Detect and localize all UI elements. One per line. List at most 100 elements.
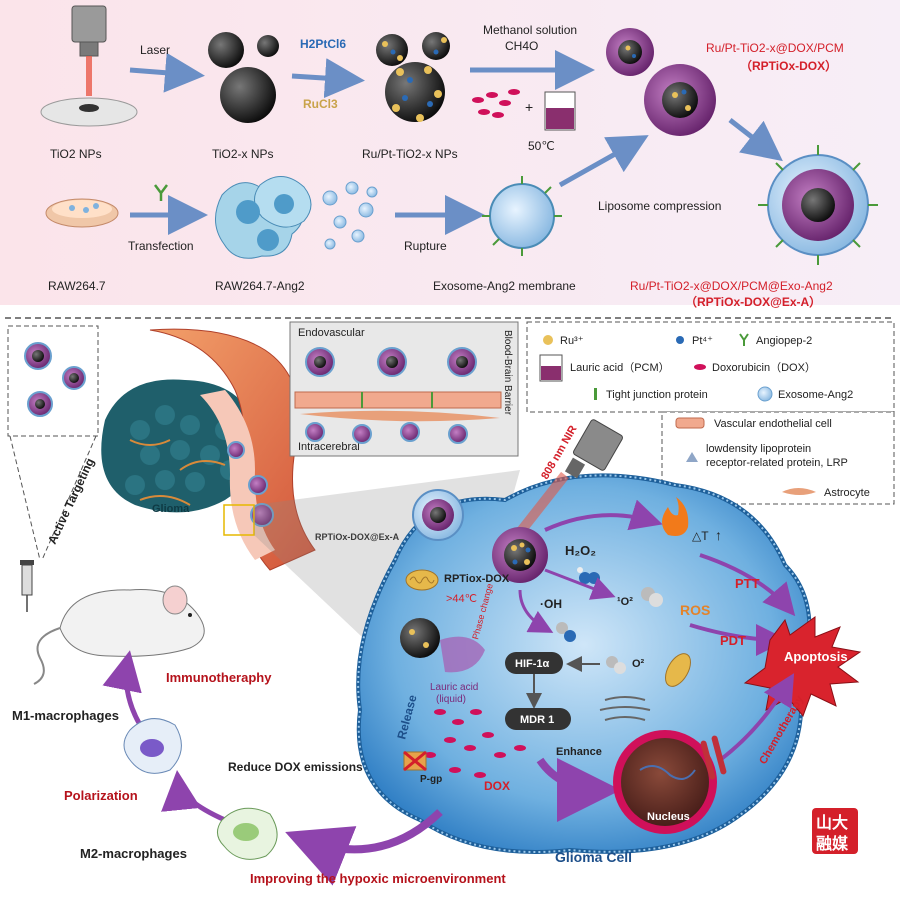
laser-device-icon xyxy=(40,5,138,127)
watermark-line1: 山大 xyxy=(816,813,848,832)
liposome-label: Liposome compression xyxy=(598,199,721,213)
m2-macrophage xyxy=(217,807,278,860)
legend-exosome-item: Exosome-Ang2 xyxy=(757,386,853,402)
hif-label: HIF-1α xyxy=(515,658,550,670)
bbb-particles-top xyxy=(305,347,477,377)
o2-molecule xyxy=(606,656,626,674)
exosome-membrane xyxy=(482,176,562,256)
glioma-label: Glioma xyxy=(152,503,190,515)
temp-label: 50℃ xyxy=(528,139,555,153)
o2-label: O² xyxy=(632,658,645,670)
laser-arrow xyxy=(129,52,205,93)
tio2x-spheres xyxy=(208,32,279,123)
vessel-particle-label: RPTiOx-DOX@Ex-A xyxy=(315,532,400,542)
legend-dox: Doxorubicin（DOX） xyxy=(712,361,816,374)
legend-dox-item: Doxorubicin（DOX） xyxy=(694,361,816,374)
legend-astrocyte: Astrocyte xyxy=(824,487,870,499)
hypoxic-label: Improving the hypoxic microenvironment xyxy=(250,871,506,886)
legend-lrp-1: lowdensity lipoprotein xyxy=(706,443,811,455)
mitochondria-left-icon xyxy=(405,569,439,591)
enhance-arrow xyxy=(536,757,621,822)
m1-label: M1-macrophages xyxy=(12,708,119,723)
plus-label: + xyxy=(525,99,533,115)
oh-arrow xyxy=(518,589,554,633)
metal-arrow xyxy=(291,58,365,99)
rupture-label: Rupture xyxy=(404,239,447,253)
immunotherapy-label: Immunotheraphy xyxy=(166,670,272,685)
mouse-icon xyxy=(33,585,205,685)
product-abbr: （RPTiOx-DOX） xyxy=(740,58,837,73)
inset-guide-left xyxy=(9,435,41,561)
legend-lauric: Lauric acid（PCM） xyxy=(570,361,670,374)
syringe-icon xyxy=(20,560,34,612)
apoptosis-label: Apoptosis xyxy=(784,649,848,664)
er-icon xyxy=(599,696,651,721)
chemo-arrow xyxy=(718,673,795,762)
legend-ru-item: Ru³⁺ xyxy=(543,335,584,347)
lauric-liquid-1: Lauric acid xyxy=(430,682,478,693)
rupt-label: Ru/Pt-TiO2-x NPs xyxy=(362,147,458,161)
inset-guide-right xyxy=(41,435,97,561)
active-targeting-label: Active Targeting xyxy=(45,456,97,546)
m2-label: M2-macrophages xyxy=(80,846,187,861)
final-particle xyxy=(758,145,878,265)
m1-macrophage xyxy=(123,718,182,774)
angiopep-icon xyxy=(154,184,168,201)
legend-astrocyte-item: Astrocyte xyxy=(782,487,870,499)
singlet-arrow xyxy=(544,568,616,600)
flame-icon xyxy=(662,497,689,536)
delta-t-up-icon: ↑ xyxy=(715,527,722,543)
bbb-label: Blood-Brain Barrier xyxy=(502,330,513,416)
hif-box xyxy=(505,652,563,674)
enhance-label: Enhance xyxy=(556,746,602,758)
legend-tight: Tight junction protein xyxy=(606,389,708,401)
singlet-o2-label: ¹O² xyxy=(617,596,633,608)
transfection-label: Transfection xyxy=(128,239,194,253)
mdr-label: MDR 1 xyxy=(520,714,554,726)
watermark-logo: 山大 融媒 xyxy=(812,808,858,854)
exosome-label: Exosome-Ang2 membrane xyxy=(433,279,576,293)
singlet-o2-molecule xyxy=(641,587,663,607)
h2o2-label: H₂O₂ xyxy=(565,543,596,558)
legend-pt: Pt⁴⁺ xyxy=(692,335,713,347)
ros-label: ROS xyxy=(680,602,710,618)
legend-tight-item: Tight junction protein xyxy=(594,388,708,401)
methanol-label: Methanol solution xyxy=(483,23,577,37)
raw-label: RAW264.7 xyxy=(48,279,106,293)
rptiox-dox-particles xyxy=(606,28,716,136)
broken-particle xyxy=(400,618,485,673)
liposome-arrow xyxy=(558,135,649,188)
nir-laser-icon xyxy=(506,419,623,549)
endovascular-label: Endovascular xyxy=(298,327,365,339)
intracerebral-label: Intracerebral xyxy=(298,441,360,453)
h2ptcl6-label: H2PtCl6 xyxy=(300,37,346,51)
bbb-endothelium xyxy=(294,391,502,422)
legend-exosome: Exosome-Ang2 xyxy=(778,389,853,401)
petri-dish-icon xyxy=(45,198,119,228)
polarization-label: Polarization xyxy=(64,788,138,803)
exosome-vesicles xyxy=(322,181,378,250)
final-abbr: （RPTiOx-DOX@Ex-A） xyxy=(685,294,821,309)
mitochondria-right-icon xyxy=(665,653,691,687)
legend-angiopep-item: Angiopep-2 xyxy=(739,333,812,347)
oh-label: ·OH xyxy=(540,597,562,611)
pgp-label: P-gp xyxy=(420,774,442,785)
rupt-tio2x-nanoparticles xyxy=(376,32,450,122)
pdt-label: PDT xyxy=(720,633,746,648)
bbb-particles-bottom xyxy=(305,422,468,444)
inset-particles xyxy=(24,342,86,417)
lauric-liquid-2: (liquid) xyxy=(436,694,466,705)
cytoskeleton-icon xyxy=(700,735,727,780)
oh-molecule xyxy=(556,622,576,642)
zoom-box xyxy=(223,504,255,536)
pgp-icon xyxy=(403,750,427,772)
tio2-label: TiO2 NPs xyxy=(50,147,102,161)
blood-vessel xyxy=(149,328,316,571)
legend-pt-item: Pt⁴⁺ xyxy=(676,335,713,347)
product-label: Ru/Pt-TiO2-x@DOX/PCM xyxy=(706,41,844,55)
legend-endothelial-item: Vascular endothelial cell xyxy=(675,417,832,430)
legend-box xyxy=(526,321,895,413)
dox-cell-label: DOX xyxy=(484,779,510,793)
